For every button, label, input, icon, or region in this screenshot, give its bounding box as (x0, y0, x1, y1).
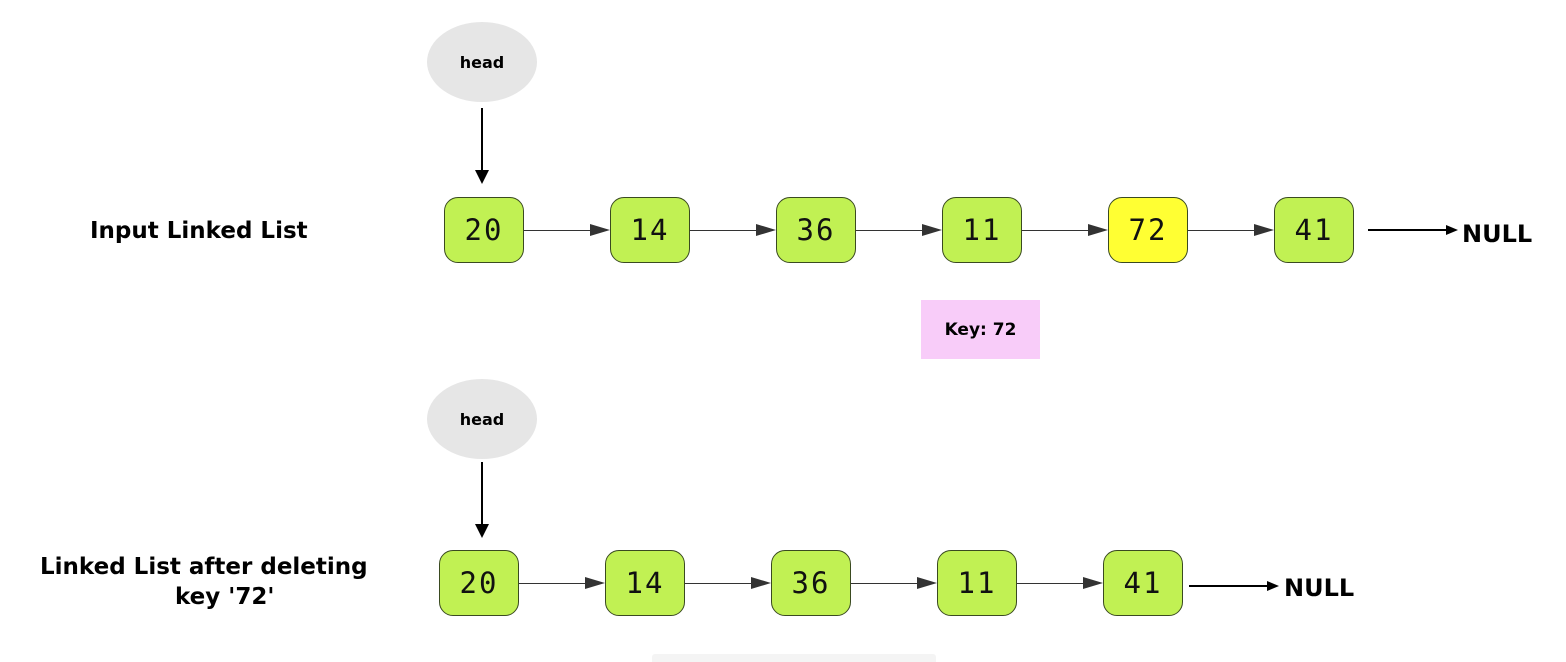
head-pointer-bottom: head (427, 379, 537, 459)
input-link-2-head (922, 224, 942, 236)
input-null-label: NULL (1462, 220, 1533, 248)
output-list-label-line2: key '72' (175, 584, 275, 610)
head-arrow-bottom-head (475, 524, 489, 538)
output-null-arrow-line (1189, 585, 1267, 587)
head-arrow-bottom-line (481, 462, 483, 524)
bottom-faint-bar (652, 654, 936, 662)
output-node-0: 20 (439, 550, 519, 616)
output-link-2-head (917, 577, 937, 589)
input-link-3-head (1088, 224, 1108, 236)
input-link-2 (856, 230, 922, 231)
input-link-3 (1022, 230, 1088, 231)
head-arrow-top-head (475, 170, 489, 184)
output-link-0 (519, 583, 585, 584)
input-node-4-highlighted: 72 (1108, 197, 1188, 263)
head-arrow-top-line (481, 108, 483, 170)
output-null-arrow-head (1267, 581, 1279, 591)
output-node-3: 11 (937, 550, 1017, 616)
output-link-3 (1017, 583, 1083, 584)
output-list-label-line1: Linked List after deleting (40, 554, 368, 580)
output-node-1: 14 (605, 550, 685, 616)
input-list-label: Input Linked List (90, 218, 308, 244)
output-link-0-head (585, 577, 605, 589)
input-node-0: 20 (444, 197, 524, 263)
output-link-2 (851, 583, 917, 584)
key-badge: Key: 72 (921, 300, 1040, 359)
input-null-arrow-line (1368, 229, 1446, 231)
input-link-0 (524, 230, 590, 231)
head-pointer-top: head (427, 22, 537, 102)
output-node-2: 36 (771, 550, 851, 616)
output-node-4: 41 (1103, 550, 1183, 616)
output-link-3-head (1083, 577, 1103, 589)
input-link-1-head (756, 224, 776, 236)
input-null-arrow-head (1446, 225, 1458, 235)
input-link-0-head (590, 224, 610, 236)
input-node-1: 14 (610, 197, 690, 263)
input-link-4 (1188, 230, 1254, 231)
input-node-2: 36 (776, 197, 856, 263)
input-node-3: 11 (942, 197, 1022, 263)
input-node-5: 41 (1274, 197, 1354, 263)
input-link-1 (690, 230, 756, 231)
output-link-1 (685, 583, 751, 584)
output-null-label: NULL (1284, 574, 1355, 602)
output-link-1-head (751, 577, 771, 589)
input-link-4-head (1254, 224, 1274, 236)
